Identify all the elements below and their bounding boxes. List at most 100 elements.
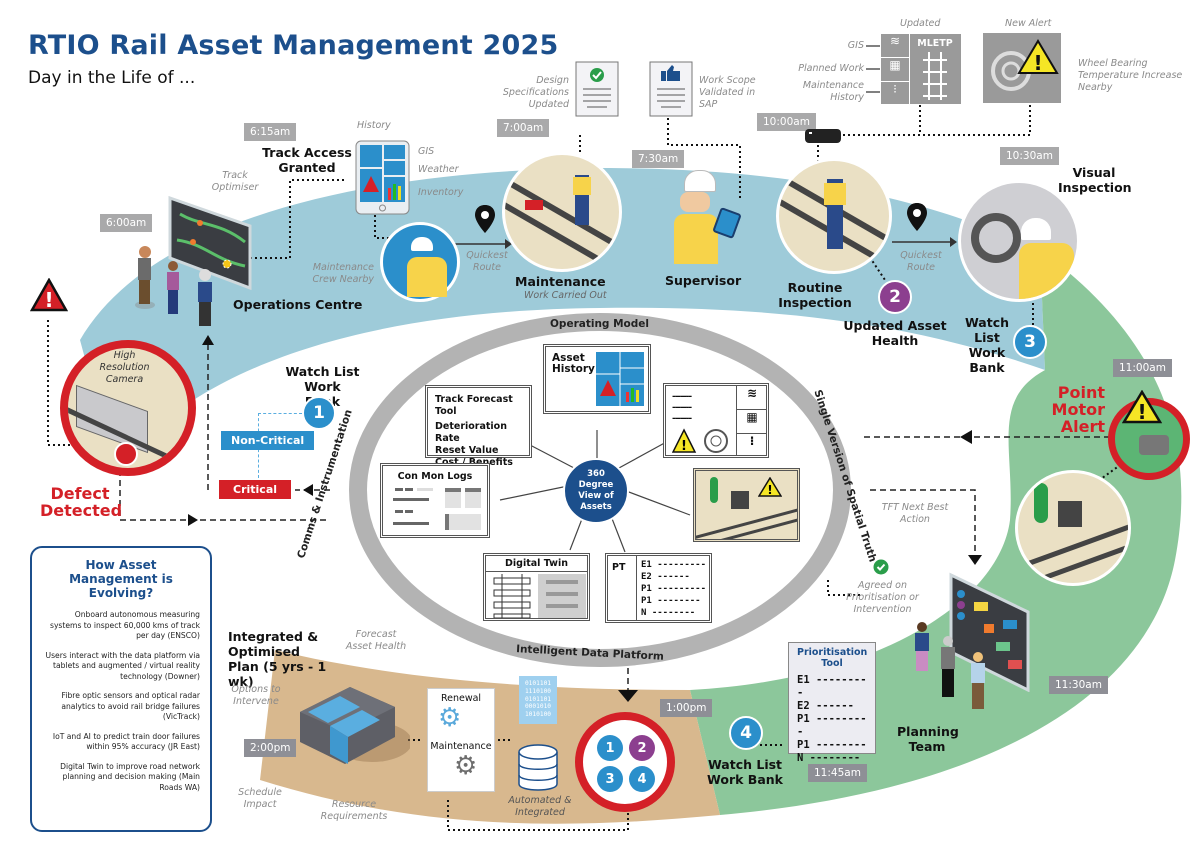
wheel-bearing-alert-panel: ! [983,33,1061,103]
binary-row: 1110100 [524,687,552,695]
quickest-route-label: Quickest Route [466,250,508,273]
supervisor-label: Supervisor [665,273,742,288]
resource-req-label: Resource Requirements [320,799,388,822]
binary-data-panel: 0101101 1110100 0101101 0001010 1010100 [519,676,557,724]
time-badge: 11:45am [808,764,867,782]
planning-team-people-icon [915,622,985,709]
asset-history-title: Asset History [552,352,595,375]
number-badge-1: 1 [302,396,336,430]
time-badge: 7:00am [497,119,550,137]
tablet-history-label: History [357,120,391,131]
renewal-maintenance-card: Renewal ⚙ Maintenance ⚙ [427,688,495,792]
track-forecast-line: Cost / Benefits [435,457,513,468]
tablet-weather-label: Weather [418,164,459,175]
time-badge: 7:30am [632,150,685,168]
mletp-maint-history-label: Maintenance History [802,80,864,103]
location-pin-icon [475,205,495,233]
location-pin-icon [907,203,927,231]
point-motor-scene [1015,470,1131,586]
worklist-4: 4 [629,766,655,792]
evolving-item: Onboard autonomous measuring systems to … [49,610,200,640]
svg-text:!: ! [767,483,772,497]
forecast-health-label: Forecast Asset Health [345,629,407,652]
integrated-plan-label: Integrated & Optimised Plan (5 yrs - 1 w… [228,629,327,689]
svg-text:!: ! [681,439,687,454]
digital-twin-card: Digital Twin [483,553,590,621]
time-badge: 2:00pm [244,739,297,757]
maintenance-label-card: Maintenance [430,741,492,752]
mletp-planned-work-label: Planned Work [798,63,864,74]
renewal-label: Renewal [440,693,482,704]
track-forecast-line: Deterioration Rate [435,421,507,444]
design-spec-document-icon [575,61,619,117]
operations-people-icon [135,246,212,326]
evolving-item: Fibre optic sensors and optical radar an… [61,691,200,721]
time-badge: 6:15am [244,123,297,141]
mletp-gis-label: GIS [847,40,864,51]
warning-icon: ! [1122,390,1162,424]
bearing-warning-icon: ! [991,39,1059,91]
warning-icon: ! [30,278,68,312]
planning-team-label: Planning Team [897,724,959,754]
worklist-2: 2 [629,735,655,761]
track-access-label: Track Access Granted [262,145,352,175]
options-intervene-label: Options to Intervene [231,684,281,707]
point-motor-alert-label: Point Motor Alert [1051,383,1105,436]
point-motor-icon [1139,435,1169,455]
binary-row: 0101101 [524,695,552,703]
check-icon [873,559,889,575]
pt-label: PT [612,562,626,573]
page-title: RTIO Rail Asset Management 2025 [28,30,559,61]
track-forecast-card: Track Forecast Tool Deterioration Rate R… [425,385,532,468]
maintenance-sub-label: Work Carried Out [524,290,607,301]
time-badge: 11:00am [1113,359,1172,377]
track-forecast-title: Track Forecast Tool [435,394,513,417]
evolving-item: IoT and AI to predict train door failure… [52,731,200,752]
asset-history-card: Asset History [543,344,651,414]
quickest-route-label: Quickest Route [900,250,942,273]
maintenance-crew-label: Maintenance Crew Nearby [312,262,374,285]
binary-row: 1010100 [524,711,552,719]
evolving-item: Users interact with the data platform vi… [45,650,200,681]
mletp-mini-card: ------- ------- ------- ! ≋ ▦ ⁝ [663,383,769,458]
visual-inspection-scene [958,180,1080,302]
pt-row: E1 --------- [641,560,707,570]
watch-list-3-label: Watch List Work Bank [964,315,1010,375]
routine-inspection-label: Routine Inspection [778,280,852,310]
page-subtitle: Day in the Life of ... [28,68,196,88]
database-icon [518,744,558,791]
history-list-icon: ⁝ [893,82,897,96]
number-badge-2: 2 [878,280,912,314]
svg-text:!: ! [1033,51,1042,75]
dash-line: ------- [672,403,692,413]
asset-history-dashboard-icon [596,352,644,406]
dash-lines: ------- ------- ------- [672,392,692,425]
track-optimiser-label: Track Optimiser [211,170,259,193]
track-icon [923,52,947,100]
priority-row: N -------- [797,752,861,764]
logs-icon [393,488,481,530]
time-badge: 10:30am [1000,147,1059,165]
tablet-dashboard-icon [355,140,410,215]
design-spec-label: Design Specifications Updated [502,75,569,110]
automated-label: Automated & Integrated [508,795,572,818]
track-forecast-line: Reset Value [435,445,499,456]
supervisor-figure [670,170,742,265]
binary-row: 0001010 [524,703,552,711]
integrated-worklists-circle: 1 2 3 4 [575,712,675,812]
maintenance-crew-icon [380,222,460,302]
hub-360-view: 360 Degree View of Assets [563,458,629,524]
tft-next-best-label: TFT Next Best Action [881,502,949,525]
operations-centre-label: Operations Centre [233,297,363,312]
bearing-warning-icon: ! [672,428,728,454]
work-scope-document-icon [649,61,693,117]
mletp-title: MLETP [917,38,953,49]
evolving-title: How Asset Management is Evolving? [69,558,173,600]
priority-row: P1 --------- [797,713,867,738]
critical-badge: Critical [219,480,292,499]
con-mon-title: Con Mon Logs [397,471,473,482]
con-mon-logs-card: Con Mon Logs [380,463,490,538]
ring-label-operating-model: Operating Model [550,318,649,330]
gis-icon: ≋ [737,386,767,410]
